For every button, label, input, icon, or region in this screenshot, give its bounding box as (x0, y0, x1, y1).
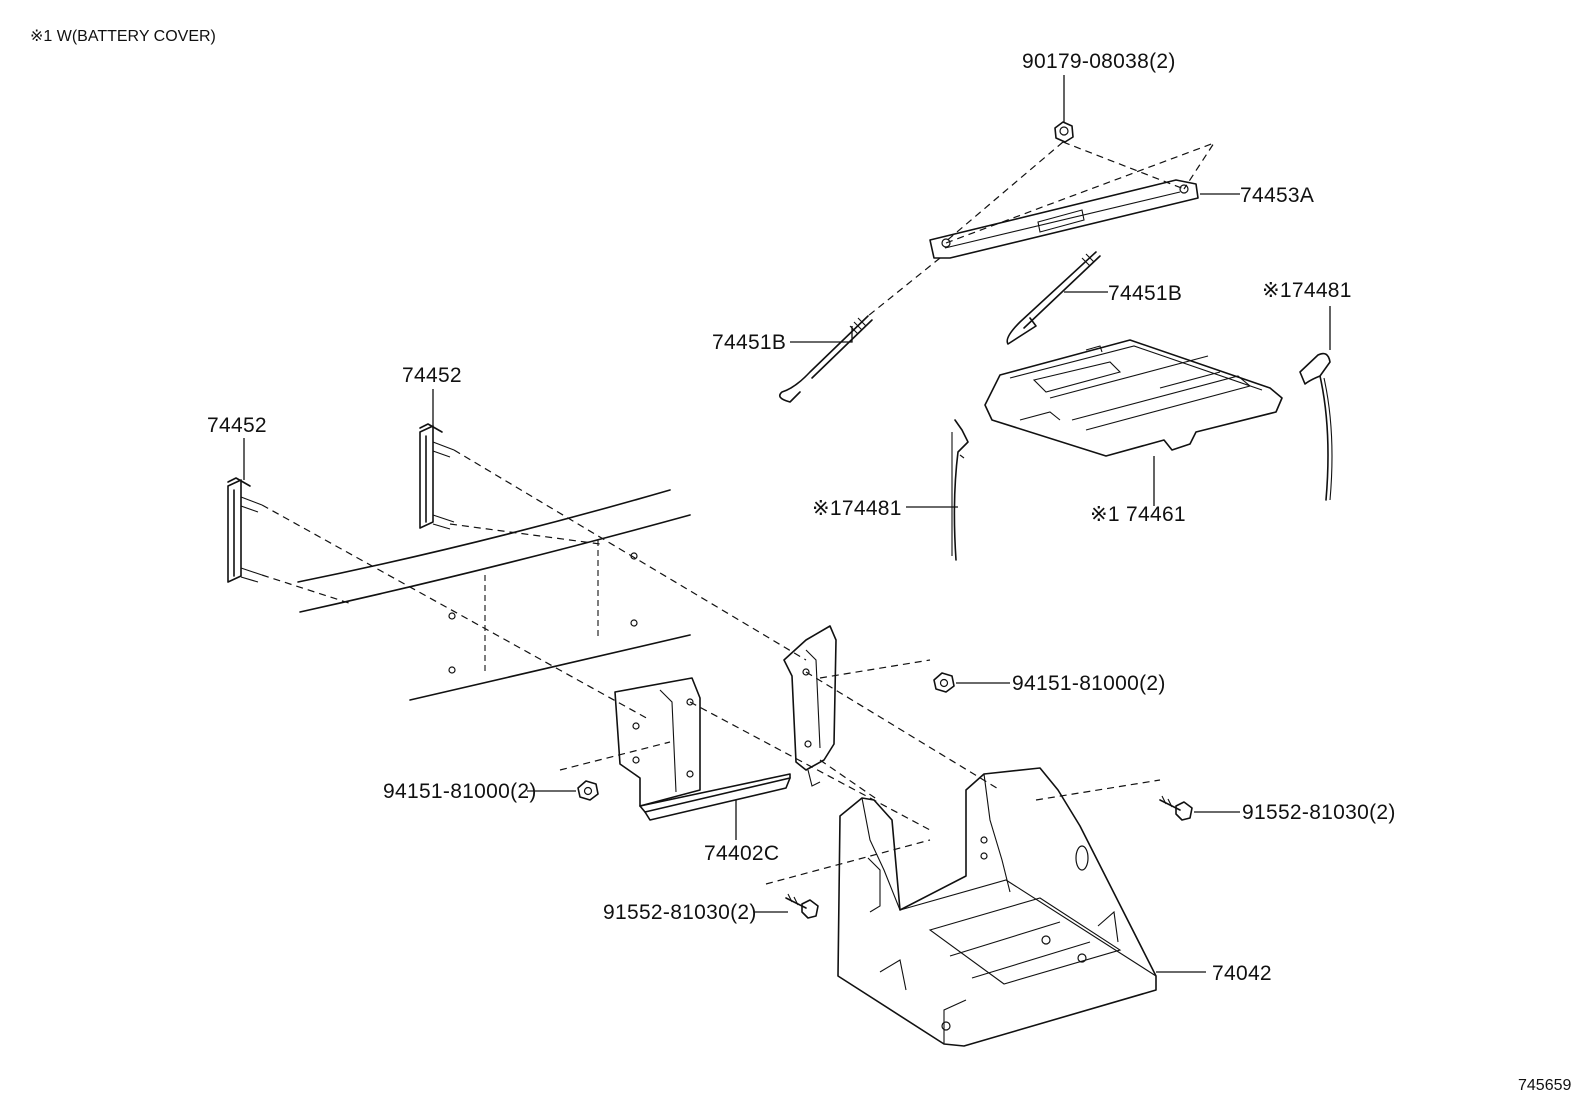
label-74451B-right: 74451B (1108, 282, 1182, 305)
label-90179-08038: 90179-08038(2) (1022, 50, 1176, 73)
stud-plate-74452-right (419, 423, 455, 530)
label-94151-81000-left: 94151-81000(2) (383, 780, 537, 803)
label-74453A: 74453A (1240, 184, 1314, 207)
bolt-91552-right-icon (1159, 795, 1193, 821)
label-74452-left: 74452 (207, 414, 267, 437)
bolt-91552-left-icon (785, 893, 819, 919)
label-74042: 74042 (1212, 962, 1272, 985)
frame-rail (297, 489, 691, 701)
clamp-bar-74453A (929, 179, 1199, 259)
bracket-74402C (614, 625, 837, 821)
label-74452-right: 74452 (402, 364, 462, 387)
j-bolt-74451B-left (779, 315, 873, 403)
stud-plate-74452-left (227, 477, 263, 583)
j-bolt-74451B-right (1006, 251, 1101, 345)
leader-lines (243, 75, 1331, 973)
figure-id: 745659 (1518, 1077, 1571, 1094)
label-91552-81030-right: 91552-81030(2) (1242, 801, 1396, 824)
label-94151-81000-right: 94151-81000(2) (1012, 672, 1166, 695)
label-74402C: 74402C (704, 842, 779, 865)
battery-cover-74461 (984, 339, 1283, 457)
assembly-lines (261, 141, 1216, 885)
label-74481-left: ※174481 (812, 497, 902, 520)
cover-strap-74481-right (1299, 352, 1333, 501)
cover-strap-74481-left (951, 419, 969, 561)
label-74481-right: ※174481 (1262, 279, 1352, 302)
label-74461: ※1 74461 (1090, 503, 1186, 526)
nut-90179-icon (1054, 121, 1074, 143)
battery-tray-74042 (837, 767, 1157, 1047)
label-74451B-left: 74451B (712, 331, 786, 354)
nut-94151-right-icon (933, 672, 955, 693)
label-91552-81030-left: 91552-81030(2) (603, 901, 757, 924)
battery-cover-note: ※1 W(BATTERY COVER) (30, 28, 216, 45)
nut-94151-left-icon (577, 780, 599, 801)
